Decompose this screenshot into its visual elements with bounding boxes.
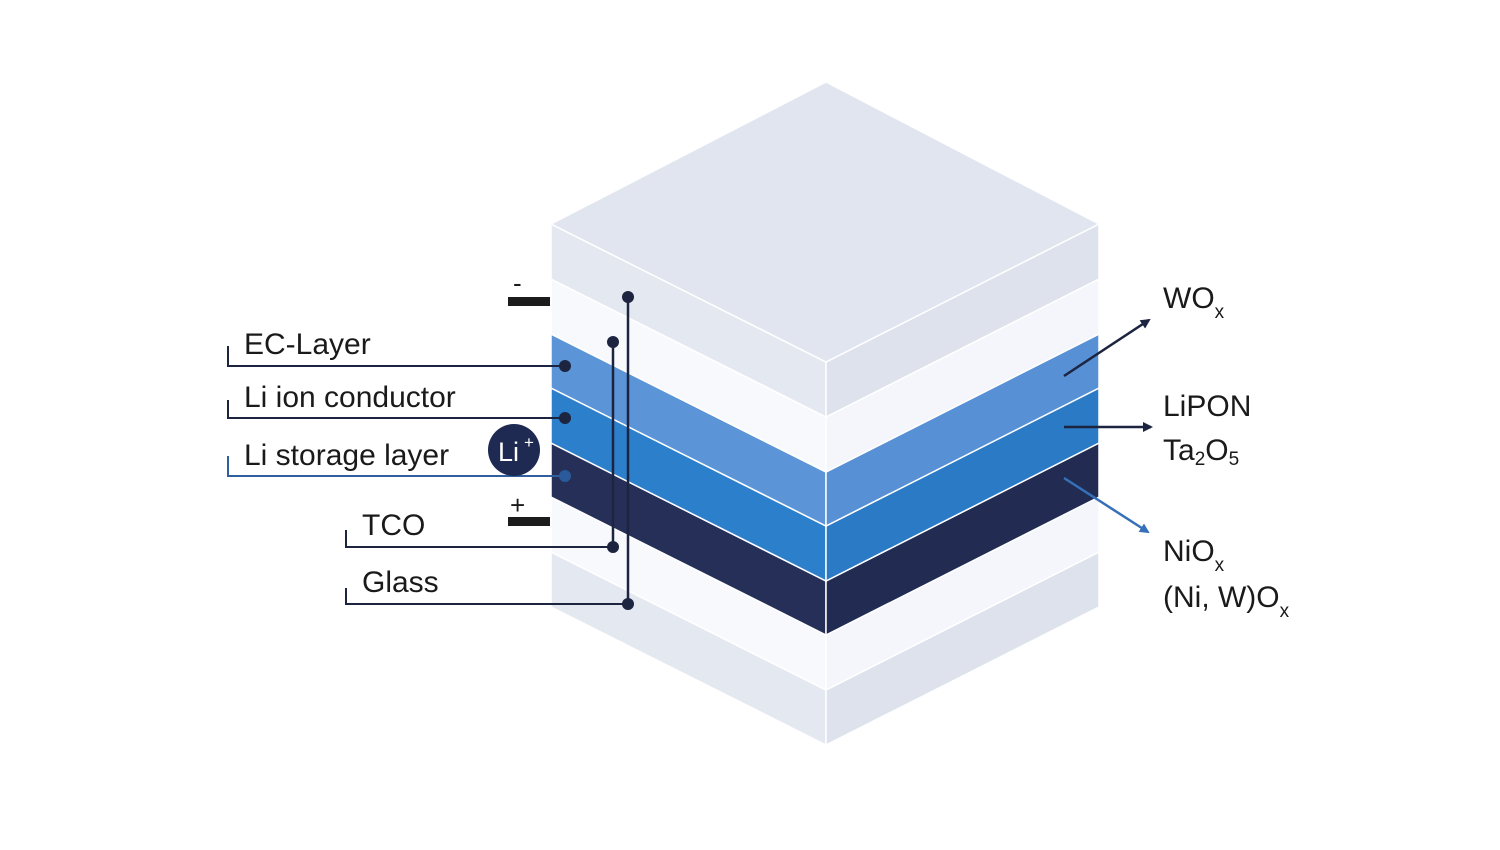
wox-arrow — [1063, 318, 1151, 378]
ec-layer-leader — [227, 346, 565, 367]
ec-layer — [550, 332, 1100, 528]
positive-terminal: + — [508, 490, 550, 526]
niox-arrow — [1063, 476, 1150, 534]
niox-label: NiOx — [1163, 535, 1225, 576]
wox-label: WOx — [1163, 282, 1225, 323]
top-glass-layer — [549, 81, 1101, 419]
li-storage-leader — [227, 456, 565, 477]
layer-stack — [549, 81, 1101, 747]
node-top-tco — [622, 291, 634, 303]
li-ion-conductor-leader — [227, 400, 565, 419]
node-ec — [607, 336, 619, 348]
glass-label: Glass — [362, 566, 439, 599]
tco-leader — [345, 530, 613, 548]
negative-sign-label: - — [513, 268, 522, 298]
li-ion-badge: Li + — [488, 424, 540, 476]
li-ion-badge-charge: + — [524, 433, 534, 452]
circuit-wires — [611, 297, 630, 604]
niwox-label: (Ni, W)Ox — [1163, 581, 1290, 622]
li-storage-layer-label: Li storage layer — [244, 439, 449, 472]
ec-layer-label: EC-Layer — [244, 328, 371, 361]
negative-terminal: - — [508, 268, 550, 306]
positive-sign-label: + — [510, 490, 525, 520]
lipon-label: LiPON — [1163, 390, 1251, 423]
li-ion-badge-base: Li — [498, 437, 519, 467]
ta2o5-label: Ta2O5 — [1163, 434, 1239, 470]
glass-leader — [345, 588, 628, 605]
leader-end-dots — [559, 360, 571, 482]
material-arrows — [1063, 318, 1153, 534]
leader-lines — [227, 346, 628, 605]
tco-label: TCO — [362, 509, 425, 542]
li-ion-conductor-label: Li ion conductor — [244, 381, 456, 414]
